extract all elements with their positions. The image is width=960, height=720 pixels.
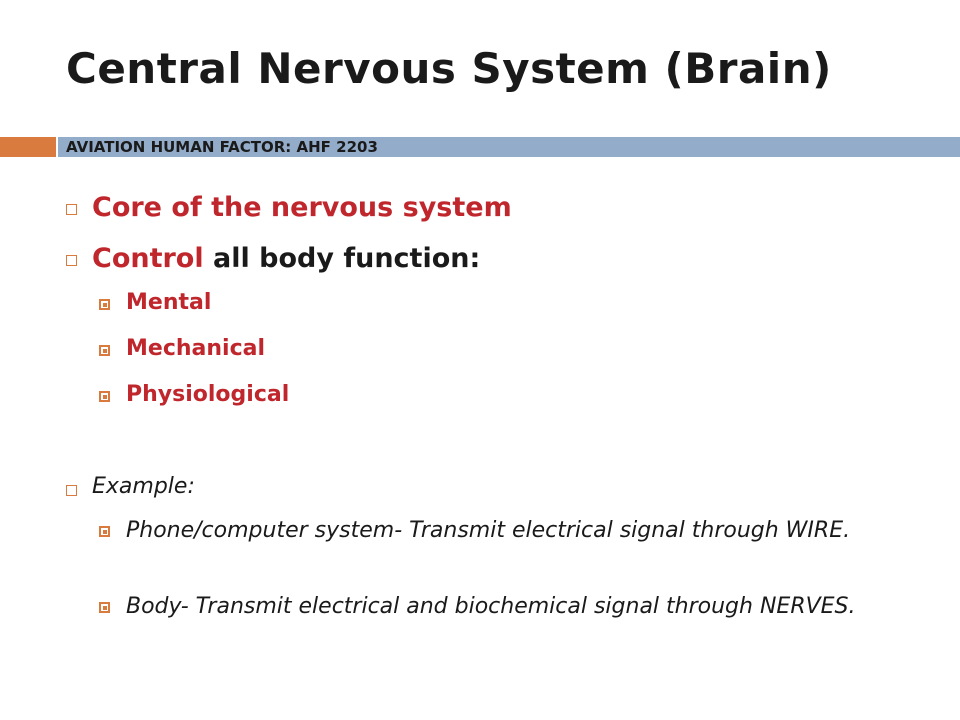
band-accent-orange	[0, 137, 56, 157]
bullet-square-icon	[99, 299, 110, 310]
sub-item-mental: Mental	[126, 290, 212, 315]
sub-item-mechanical: Mechanical	[126, 336, 265, 361]
slide-title: Central Nervous System (Brain)	[66, 44, 832, 93]
example-label: Example:	[92, 474, 195, 499]
bullet-box-icon	[66, 255, 77, 266]
bullet-control: Control all body function:	[92, 243, 480, 274]
bullet-box-icon	[66, 204, 77, 215]
example-item-body: Body- Transmit electrical and biochemica…	[126, 594, 856, 619]
control-word: Control	[92, 243, 204, 274]
control-rest: all body function:	[203, 243, 481, 274]
bullet-square-icon	[99, 345, 110, 356]
bullet-square-icon	[99, 602, 110, 613]
band-accent-blue	[58, 137, 960, 157]
bullet-core: Core of the nervous system	[92, 192, 512, 223]
example-item-phone: Phone/computer system- Transmit electric…	[126, 518, 851, 543]
sub-item-physiological: Physiological	[126, 382, 290, 407]
bullet-box-icon	[66, 485, 77, 496]
course-label: AVIATION HUMAN FACTOR: AHF 2203	[66, 138, 378, 156]
bullet-square-icon	[99, 391, 110, 402]
header-band: AVIATION HUMAN FACTOR: AHF 2203	[0, 137, 960, 157]
bullet-square-icon	[99, 526, 110, 537]
